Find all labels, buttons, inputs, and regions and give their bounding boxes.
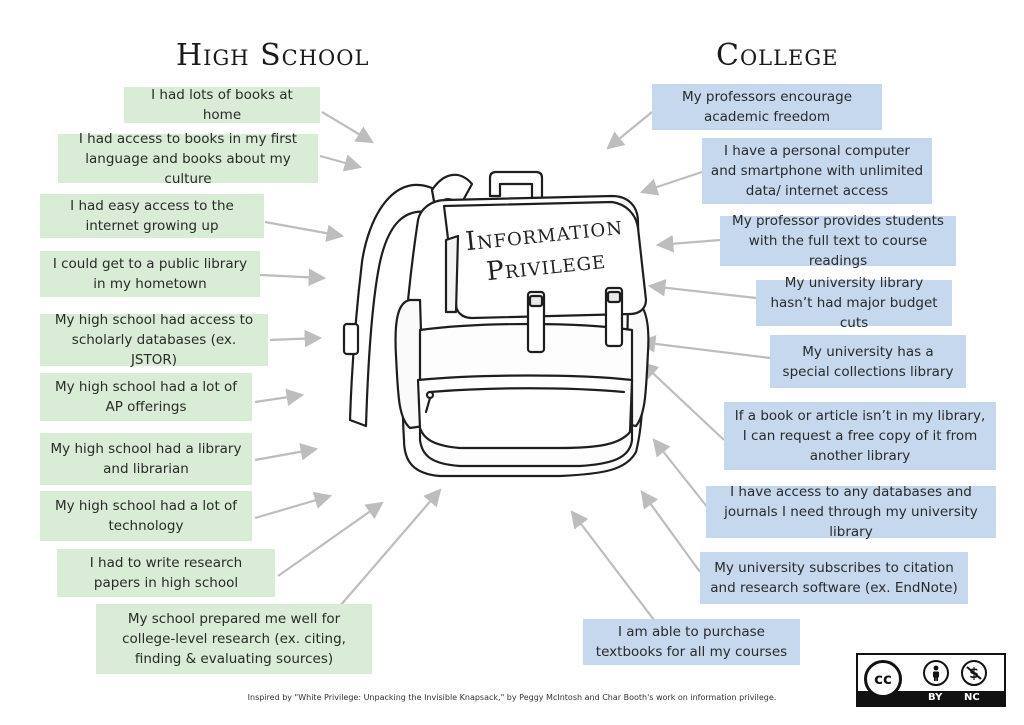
arrow bbox=[640, 361, 725, 441]
high-school-item: My school prepared me well for college-l… bbox=[96, 604, 372, 674]
high-school-item: I had access to books in my first langua… bbox=[58, 131, 318, 187]
high-school-item: My high school had a lot of technology bbox=[40, 491, 252, 541]
college-item: I have a personal computer and smartphon… bbox=[702, 138, 932, 204]
high-school-item: I could get to a public library in my ho… bbox=[40, 251, 260, 297]
college-item: I have access to any databases and journ… bbox=[706, 484, 996, 540]
arrow bbox=[254, 443, 319, 462]
college-item: My professor provides students with the … bbox=[720, 213, 956, 269]
arrow bbox=[277, 501, 384, 577]
license-badge: cc $ BY NC bbox=[856, 653, 1006, 707]
college-item: I am able to purchase textbooks for all … bbox=[583, 619, 800, 665]
no-dollar-icon: $ bbox=[961, 660, 987, 686]
arrow bbox=[655, 234, 721, 253]
arrow bbox=[339, 488, 442, 607]
high-school-item: My high school had a library and librari… bbox=[40, 433, 252, 485]
high-school-item: I had to write research papers in high s… bbox=[57, 549, 275, 597]
high-school-item: I had lots of books at home bbox=[124, 87, 320, 123]
person-icon bbox=[923, 660, 949, 686]
arrow bbox=[637, 335, 771, 360]
arrow bbox=[640, 490, 701, 573]
high-school-item: I had easy access to the internet growin… bbox=[40, 194, 264, 238]
arrow bbox=[254, 388, 305, 406]
arrow bbox=[269, 329, 323, 348]
arrow bbox=[639, 170, 703, 196]
arrow bbox=[652, 438, 709, 509]
high-school-heading: High School bbox=[176, 38, 370, 73]
arrow bbox=[264, 220, 345, 242]
college-item: My professors encourage academic freedom bbox=[652, 84, 882, 130]
arrow bbox=[259, 268, 327, 287]
college-item: If a book or article isn’t in my library… bbox=[724, 402, 996, 470]
college-item: My university has a special collections … bbox=[770, 335, 966, 388]
college-item: My university library hasn’t had major b… bbox=[756, 275, 952, 331]
arrow bbox=[319, 154, 363, 172]
license-badge-bar bbox=[858, 691, 1004, 705]
arrow bbox=[606, 111, 653, 150]
person-icon-glyph bbox=[933, 665, 939, 681]
college-heading: College bbox=[716, 38, 839, 73]
arrow bbox=[321, 111, 374, 144]
footer-credit: Inspired by "White Privilege: Unpacking … bbox=[247, 693, 777, 702]
no-dollar-icon-glyph: $ bbox=[966, 666, 982, 682]
arrow bbox=[254, 491, 333, 520]
license-by-label: BY bbox=[928, 692, 943, 703]
arrow bbox=[647, 278, 757, 300]
high-school-item: My high school had access to scholarly d… bbox=[40, 312, 268, 368]
high-school-item: My high school had a lot of AP offerings bbox=[40, 373, 252, 421]
cc-icon: cc bbox=[864, 660, 902, 698]
license-nc-label: NC bbox=[964, 692, 980, 703]
arrow bbox=[570, 510, 655, 621]
college-item: My university subscribes to citation and… bbox=[700, 552, 968, 604]
